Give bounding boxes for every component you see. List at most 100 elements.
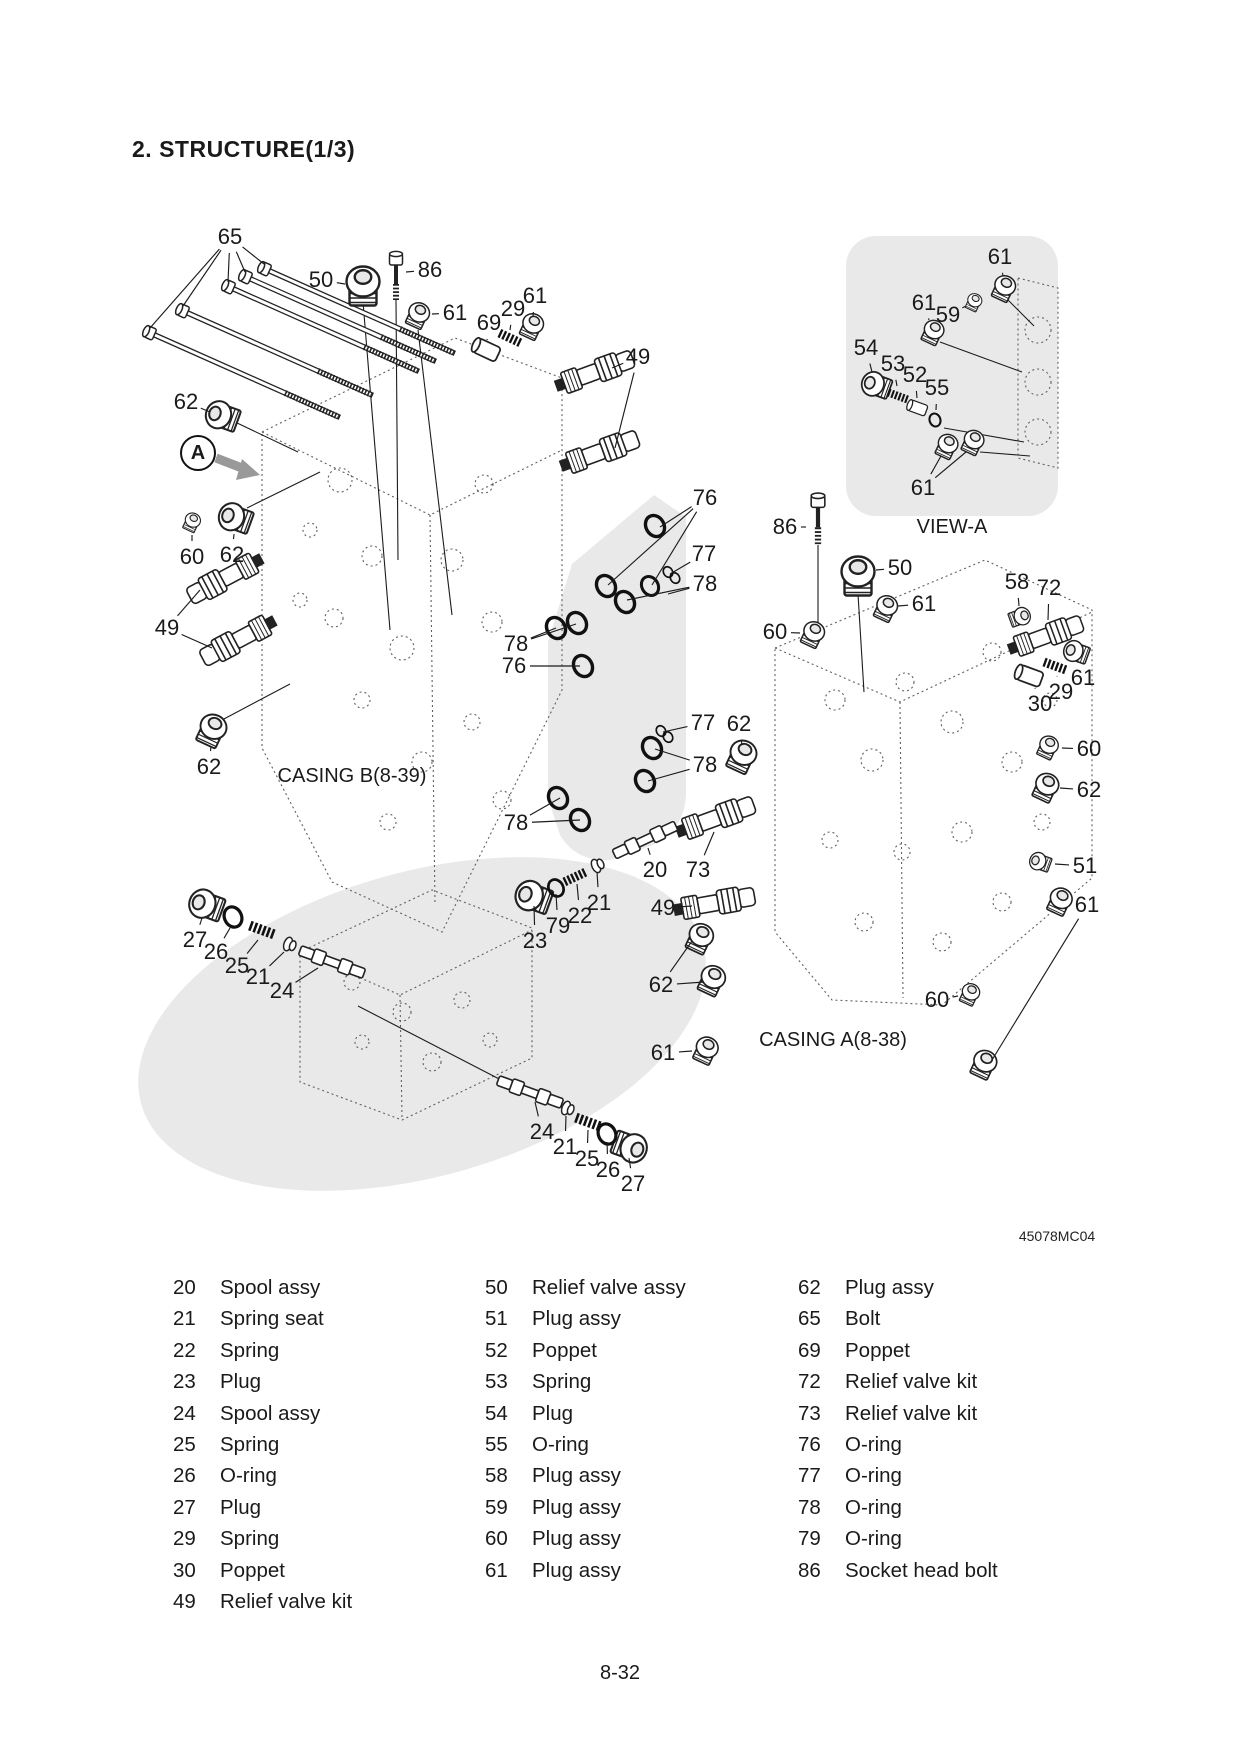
part-name: O-ring [845,1433,902,1457]
view-a-label: VIEW-A [916,516,988,538]
part-number: 51 [485,1307,508,1331]
callout-29: 29 [500,296,526,321]
callout-52: 52 [902,362,928,387]
callout-72: 72 [1036,575,1062,600]
callout-25: 25 [574,1146,600,1171]
part-number: 65 [798,1307,821,1331]
part-number: 25 [173,1433,196,1457]
callout-65: 65 [217,224,243,249]
callout-61: 61 [522,283,548,308]
part-number: 49 [173,1590,196,1614]
part-number: 72 [798,1370,821,1394]
part-name: Poppet [220,1558,285,1582]
callout-61: 61 [911,290,937,315]
part-number: 62 [798,1276,821,1299]
part-name: O-ring [532,1433,589,1457]
parts-row-27: 27 Plug [173,1492,352,1523]
part-name: Spring [220,1338,280,1362]
callout-79: 79 [545,913,571,938]
callout-86: 86 [772,514,798,539]
part-number: 27 [173,1495,196,1519]
callout-78: 78 [503,810,529,835]
part-name: Plug [220,1495,262,1519]
part-name: Plug [220,1370,262,1394]
callout-26: 26 [203,939,229,964]
callout-29: 29 [1048,679,1074,704]
part-name: Relief valve kit [845,1370,978,1394]
callout-76: 76 [501,653,527,678]
part-name: Spring seat [220,1307,324,1331]
callout-78: 78 [692,571,718,596]
callout-61: 61 [1074,892,1100,917]
part-number: 86 [798,1558,821,1582]
part-name: O-ring [845,1464,902,1488]
part-name: Relief valve kit [845,1401,978,1425]
callout-62: 62 [1076,777,1102,802]
part-name: Plug assy [532,1464,621,1488]
callout-73: 73 [685,857,711,882]
callout-27: 27 [620,1171,646,1196]
callout-49: 49 [650,895,676,920]
part-number: 24 [173,1401,196,1425]
part-number: 77 [798,1464,821,1488]
part-name: O-ring [845,1527,902,1551]
callout-49: 49 [154,615,180,640]
part-name: Plug assy [532,1307,621,1331]
callout-25: 25 [224,953,250,978]
callout-61: 61 [987,244,1013,269]
callout-61: 61 [1070,665,1096,690]
part-number: 54 [485,1401,508,1425]
callout-49: 49 [625,344,651,369]
casing-a-label: CASING A(8-38) [759,1029,907,1051]
casing-b-label: CASING B(8-39) [277,765,427,787]
callout-26: 26 [595,1157,621,1182]
callout-30: 30 [1027,691,1053,716]
callout-61: 61 [911,591,937,616]
parts-row-65: 65 Bolt [798,1303,998,1334]
callout-60: 60 [762,619,788,644]
part-number: 22 [173,1338,196,1362]
callout-23: 23 [522,928,548,953]
callout-50: 50 [308,267,334,292]
callout-54: 54 [853,335,879,360]
callout-60: 60 [1076,736,1102,761]
part-number: 60 [485,1527,508,1551]
callout-20: 20 [642,857,668,882]
callout-21: 21 [552,1134,578,1159]
part-name: Bolt [845,1307,881,1331]
part-name: Spring [532,1370,592,1394]
callout-27: 27 [182,927,208,952]
callout-69: 69 [476,310,502,335]
part-number: 59 [485,1495,508,1519]
callout-78: 78 [503,631,529,656]
callout-59: 59 [935,302,961,327]
part-name: O-ring [220,1464,277,1488]
part-name: Spool assy [220,1401,321,1425]
parts-row-51: 51 Plug assy [485,1303,686,1334]
page-number: 8-32 [599,1662,641,1684]
part-number: 29 [173,1527,196,1551]
parts-row-72: 72 Relief valve kit [798,1366,998,1397]
part-name: O-ring [845,1495,902,1519]
parts-row-22: 22 Spring [173,1335,352,1366]
callout-62: 62 [648,972,674,997]
callout-62: 62 [173,389,199,414]
callout-24: 24 [529,1119,555,1144]
callout-53: 53 [880,351,906,376]
callout-60: 60 [179,544,205,569]
